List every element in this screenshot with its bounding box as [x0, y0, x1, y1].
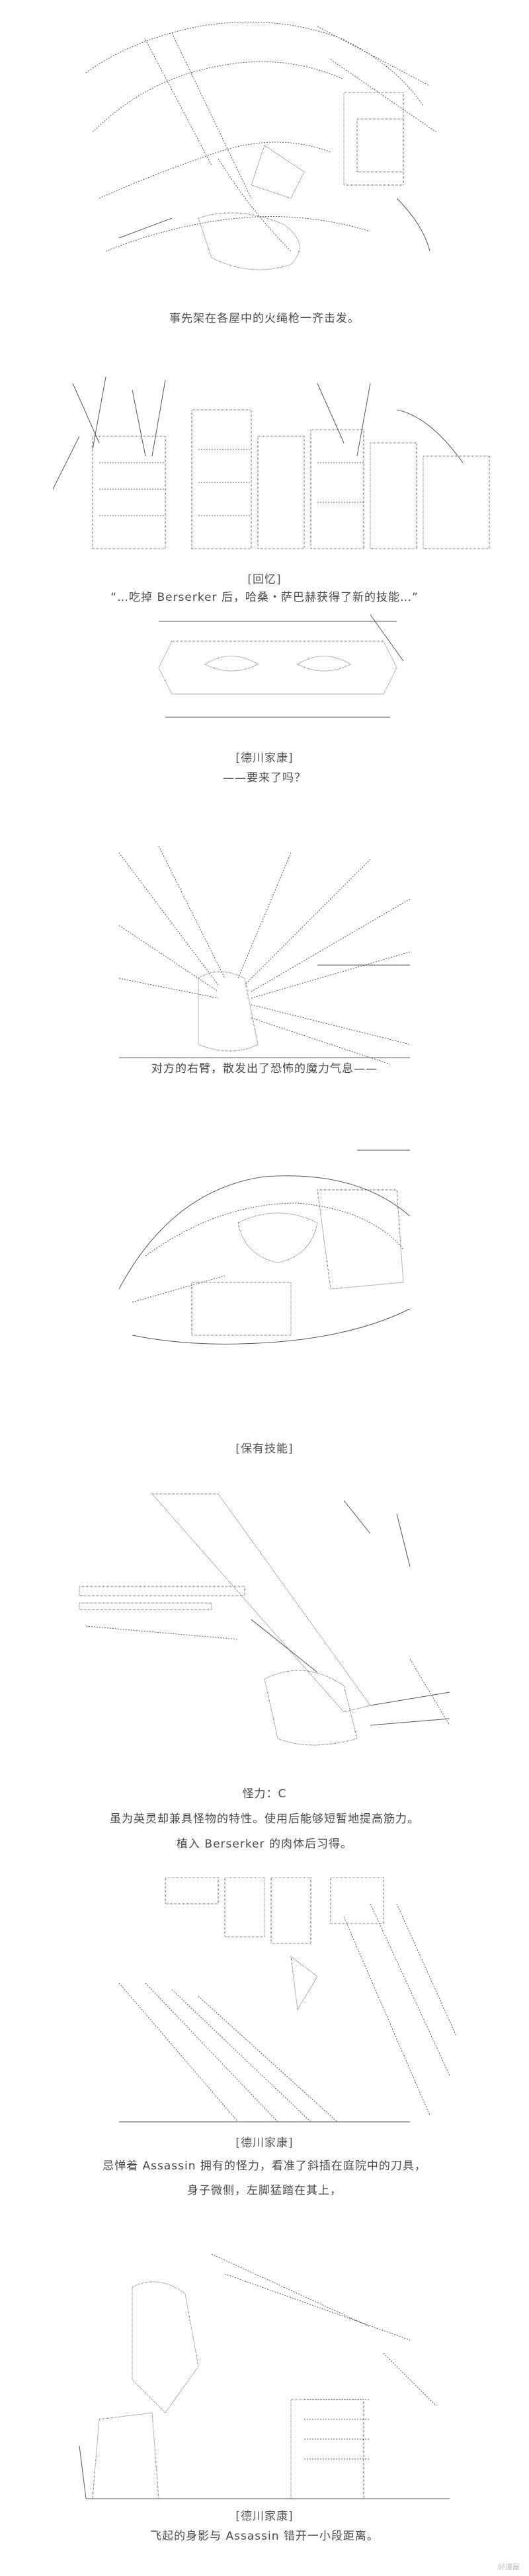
panel-4: 对方的右臂，散发出了恐怖的魔力气息——: [0, 846, 529, 1097]
caption-line-1: 怪力：C: [242, 1787, 287, 1801]
caption-line-3: 植入 Berserker 的肉体后习得。: [177, 1838, 352, 1851]
ascii-art-leap-away: [0, 2247, 529, 2505]
caption-line-2: 身子微侧，左脚猛踏在其上，: [187, 2184, 342, 2197]
caption: 事先架在各屋中的火绳枪一齐击发。: [169, 312, 360, 325]
panel-8: [德川家康] 飞起的身影与 Assassin 错开一小段距离。 好漫屋: [0, 2247, 529, 2576]
ascii-art-berserker-crowd: [0, 357, 529, 562]
panel-7: [德川家康] 忌惮着 Assassin 拥有的怪力，看准了斜插在庭院中的刀具， …: [0, 1877, 529, 2208]
ascii-art-blade-strike: [0, 1487, 529, 1778]
ascii-art-tokugawa-eyes: [0, 602, 529, 734]
caption-line-2: 虽为英灵却兼具怪物的特性。使用后能够短暂地提高筋力。: [110, 1813, 419, 1826]
speaker-label: [德川家康]: [235, 2136, 294, 2150]
panel-3: [德川家康] ——要来了吗？: [0, 602, 529, 800]
panel-6: 怪力：C 虽为英灵却兼具怪物的特性。使用后能够短暂地提高筋力。 植入 Berse…: [0, 1487, 529, 1864]
ascii-art-gunfire: [0, 0, 529, 311]
panel-2: [回忆] “…吃掉 Berserker 后，哈桑・萨巴赫获得了新的技能…”: [0, 357, 529, 648]
caption: “…吃掉 Berserker 后，哈桑・萨巴赫获得了新的技能…”: [110, 591, 419, 604]
ascii-art-eye-closeup: [0, 1124, 529, 1434]
speaker-label: [德川家康]: [235, 752, 294, 765]
panel-5: [保有技能]: [0, 1124, 529, 1467]
panel-1: 事先架在各屋中的火绳枪一齐击发。: [0, 0, 529, 344]
caption-line-1: 忌惮着 Assassin 拥有的怪力，看准了斜插在庭院中的刀具，: [102, 2160, 427, 2173]
ascii-art-step-on-blade: [0, 1877, 529, 2128]
speaker-label: [回忆]: [247, 573, 282, 586]
speaker-label: [德川家康]: [235, 2510, 294, 2523]
ascii-art-glowing-arm: [0, 846, 529, 1064]
caption: 对方的右臂，散发出了恐怖的魔力气息——: [151, 1062, 378, 1075]
caption: 飞起的身影与 Assassin 错开一小段距离。: [150, 2530, 379, 2543]
watermark: 好漫屋: [498, 2563, 520, 2571]
section-label: [保有技能]: [235, 1442, 294, 1456]
caption: ——要来了吗？: [223, 771, 306, 785]
